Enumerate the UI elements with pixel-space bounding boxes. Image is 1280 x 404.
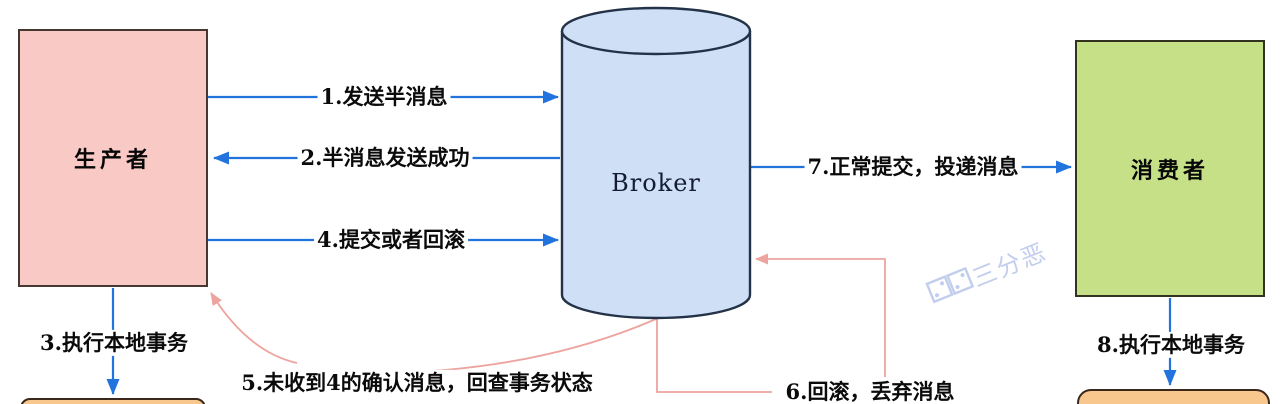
local-transaction-box-consumer: [1077, 389, 1270, 404]
producer-node: 生产者: [18, 29, 208, 287]
edge-label-1: 1.发送半消息: [317, 83, 451, 111]
consumer-label: 消费者: [1130, 157, 1209, 184]
broker-cylinder-top: [560, 6, 752, 56]
producer-label: 生产者: [73, 147, 152, 173]
edge-label-3: 3.执行本地事务: [37, 329, 191, 357]
edge-6-line-to-broker: [755, 253, 886, 377]
edge-label-6: 6.回滚，丢弃消息: [782, 378, 958, 404]
edge-label-8: 8.执行本地事务: [1094, 331, 1248, 359]
edge-label-7: 7.正常提交，投递消息: [804, 153, 1022, 181]
edge-label-2: 2.半消息发送成功: [297, 144, 473, 172]
broker-label: Broker: [611, 169, 701, 197]
edge-label-5: 5.未收到4的确认消息，回查事务状态: [238, 369, 596, 397]
broker-cylinder-body: [560, 31, 752, 320]
edge-label-4: 4.提交或者回滚: [314, 226, 468, 254]
edge-5-curve-to-producer: [210, 292, 298, 364]
consumer-node: 消费者: [1075, 40, 1265, 297]
edge-6-line-from-broker: [656, 318, 772, 393]
local-transaction-box-producer: [20, 398, 206, 404]
edge-5-curve-from-broker: [334, 318, 657, 375]
